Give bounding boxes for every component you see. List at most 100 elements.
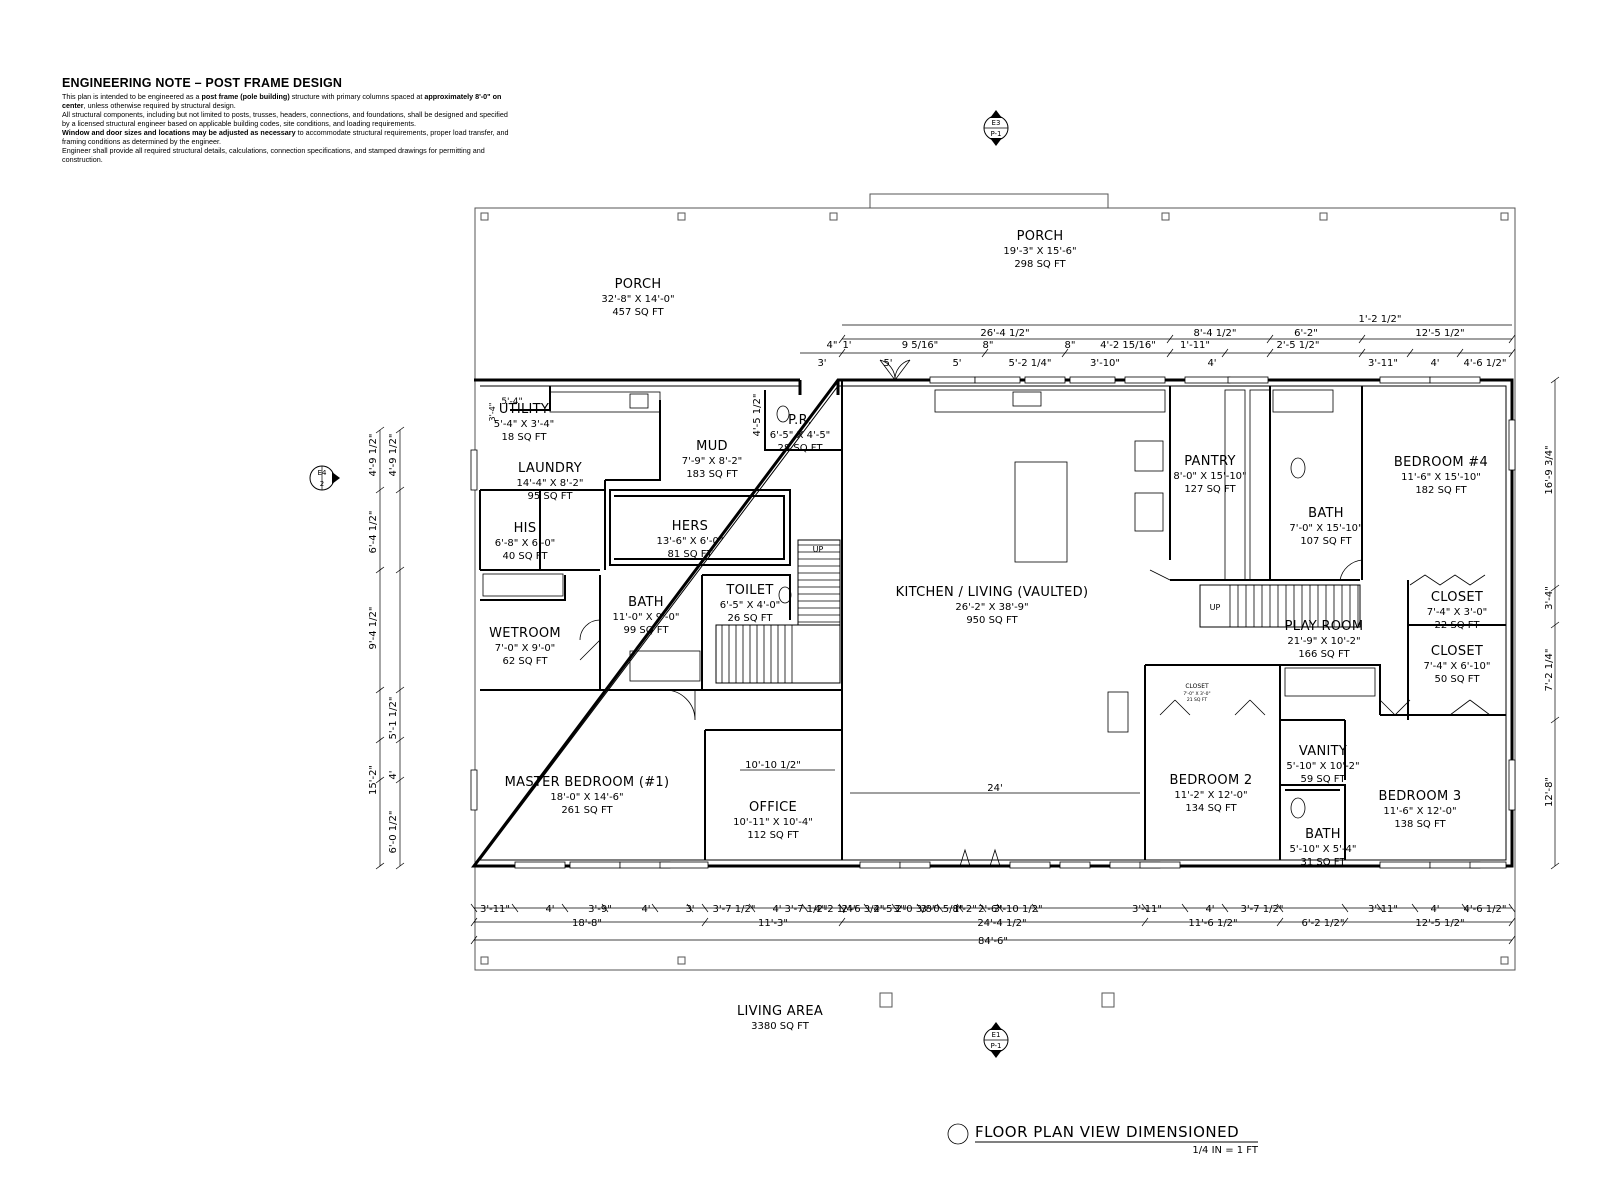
dimension-lines: [379, 324, 1556, 941]
dim-top-4in: 4": [827, 340, 838, 351]
room-utility-name: UTILITY: [499, 402, 549, 417]
dim-top-12-5: 12'-5 1/2": [1415, 328, 1464, 339]
stair-up-label-left: UP: [813, 545, 824, 554]
room-hers-area: 81 SQ FT: [668, 549, 714, 560]
dimension-tick: [1550, 584, 1560, 592]
section-marker-top-sheet: P-1: [990, 130, 1001, 138]
dim-top-4-6: 4'-6 1/2": [1464, 358, 1507, 369]
dim-bottom-11-6: 11'-6 1/2": [1188, 918, 1237, 929]
dimension-tick: [601, 903, 609, 913]
room-closet2-dims: 7'-4" X 6'-10": [1424, 661, 1491, 672]
window: [1139, 861, 1181, 869]
window: [1379, 376, 1431, 384]
dim-right-3-4: 3'-4": [1544, 586, 1555, 610]
view-title-bubble: [947, 1123, 969, 1145]
room-kitchen-name: KITCHEN / LIVING (VAULTED): [896, 585, 1089, 600]
windows: [470, 376, 1516, 869]
dim-bottom-seg-13: 3'-0 5/8": [921, 904, 964, 915]
room-wetroom-name: WETROOM: [489, 626, 561, 641]
room-playroom-area: 166 SQ FT: [1298, 649, 1350, 660]
dim-left-4-9-a: 4'-9 1/2": [368, 434, 379, 477]
porch-outline: [474, 193, 1516, 1008]
room-bath-4-name: BATH: [1308, 506, 1344, 521]
dimension-tick: [395, 736, 405, 744]
dim-top-1-11: 1'-11": [1180, 340, 1210, 351]
dim-bottom-seg-19: 3'-7 1/2": [1241, 904, 1284, 915]
room-bath-3-name: BATH: [1305, 827, 1341, 842]
dimension-tick: [838, 348, 846, 358]
dimension-tick: [701, 903, 709, 913]
room-porch-side-dims: 32'-8" X 14'-0": [601, 294, 674, 305]
dim-top-8in-a: 8": [983, 340, 994, 351]
dimension-tick: [1508, 935, 1516, 945]
dimension-tick: [470, 903, 478, 913]
room-master-area: 261 SQ FT: [561, 805, 613, 816]
room-bath-3-area: 31 SQ FT: [1301, 857, 1347, 868]
dimension-tick: [1461, 903, 1469, 913]
dimension-tick: [1508, 903, 1516, 913]
room-bedroom4-name: BEDROOM #4: [1394, 455, 1488, 470]
room-laundry-dims: 14'-4" X 8'-2": [517, 478, 584, 489]
room-kitchen-dims: 26'-2" X 38'-9": [955, 602, 1028, 613]
dim-left-4-9-b: 4'-9 1/2": [388, 434, 399, 477]
dim-right-7-2: 7'-2 1/4": [1544, 649, 1555, 692]
dim-top-4ft-b: 4': [1430, 358, 1439, 369]
window: [514, 861, 566, 869]
stair-treads-left: [721, 544, 840, 683]
room-master-name: MASTER BEDROOM (#1): [505, 775, 670, 790]
dimension-tick: [375, 862, 385, 870]
window: [1469, 861, 1507, 869]
dim-bottom-seg-17: 3'-11": [1132, 904, 1162, 915]
room-closet1-name: CLOSET: [1431, 590, 1483, 605]
room-bedroom3-dims: 11'-6" X 12'-0": [1383, 806, 1456, 817]
living-area-value: 3380 SQ FT: [751, 1021, 810, 1032]
room-pr-area: 28 SQ FT: [778, 443, 824, 454]
room-closet2-name: CLOSET: [1431, 644, 1483, 659]
dimension-tick: [375, 566, 385, 574]
dim-top-5ft-a: 5': [883, 358, 892, 369]
room-playroom-name: PLAY ROOM: [1285, 619, 1364, 634]
dim-top-5ft-b: 5': [952, 358, 961, 369]
dim-bottom-18-8: 18'-8": [572, 918, 602, 929]
room-label-pr: P.R.6'-5" X 4'-5"28 SQ FT: [770, 413, 831, 454]
dim-top-1: 1'-2 1/2": [1359, 314, 1402, 325]
interior-walls: [479, 380, 1506, 860]
dim-bottom-seg-1: 3'-11": [480, 904, 510, 915]
room-pr-dims: 6'-5" X 4'-5": [770, 430, 831, 441]
window: [1069, 376, 1116, 384]
room-his-name: HIS: [514, 521, 537, 536]
dim-bottom-seg-12: 3'-0 3/8": [894, 904, 937, 915]
dim-top-8-4: 8'-4 1/2": [1194, 328, 1237, 339]
window: [899, 861, 931, 869]
room-label-kitchen: KITCHEN / LIVING (VAULTED) 26'-2" X 38'-9…: [896, 585, 1089, 626]
room-vanity-area: 59 SQ FT: [1301, 774, 1347, 785]
dim-top-4-2: 4'-2 15/16": [1100, 340, 1156, 351]
room-pantry-name: PANTRY: [1184, 454, 1236, 469]
room-wetroom-dims: 7'-0" X 9'-0": [495, 643, 556, 654]
room-bedroom2-name: BEDROOM 2: [1170, 773, 1253, 788]
dimension-tick: [686, 903, 694, 913]
dim-top-5-2: 5'-2 1/4": [1009, 358, 1052, 369]
dimension-tick: [395, 862, 405, 870]
room-laundry-name: LAUNDRY: [518, 461, 582, 476]
dim-bottom-12-5: 12'-5 1/2": [1415, 918, 1464, 929]
room-playroom-dims: 21'-9" X 10'-2": [1287, 636, 1360, 647]
dim-bottom-seg-16: 3'-10 1/2": [993, 904, 1042, 915]
dimension-tick: [916, 903, 924, 913]
window: [1184, 376, 1231, 384]
room-pantry-dims: 8'-0" X 15'-10": [1173, 471, 1246, 482]
dimension-tick: [1276, 903, 1284, 913]
dimension-tick: [1341, 903, 1349, 913]
dimension-tick: [838, 903, 846, 913]
window: [1024, 376, 1066, 384]
dim-left-6-4: 6'-4 1/2": [368, 511, 379, 554]
dimension-tick: [395, 776, 405, 784]
engineering-note-paragraph-3: Window and door sizes and locations may …: [62, 128, 509, 146]
dimension-tick: [1508, 334, 1516, 344]
dimension-tick: [470, 935, 478, 945]
